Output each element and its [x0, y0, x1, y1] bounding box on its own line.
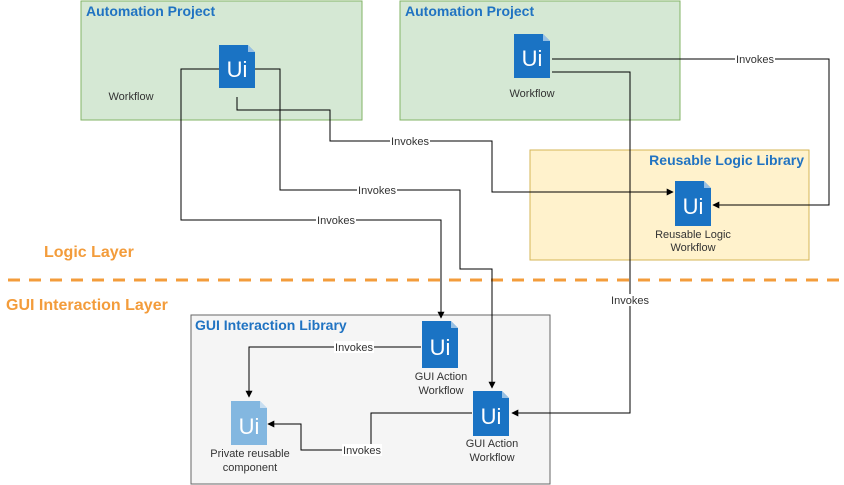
- gui-action-workflow-2-label-line2: Workflow: [469, 452, 514, 464]
- gui-interaction-layer-label: GUI Interaction Layer: [6, 297, 168, 314]
- uipath-icon: [473, 391, 509, 436]
- uipath-icon-light: [231, 401, 267, 445]
- edge-project-b-to-logic: [552, 58, 830, 209]
- edge-label-a-to-logic: Invokes: [391, 136, 429, 148]
- uipath-icon: [219, 45, 255, 88]
- edge-gui-action-2-to-private: [267, 412, 472, 451]
- workflow-node-project-b[interactable]: Ui: [514, 34, 550, 78]
- edge-project-a-to-gui-action-1: [180, 68, 445, 319]
- uipath-icon: [422, 321, 458, 368]
- page-fold: [260, 401, 267, 408]
- page-fold: [502, 391, 509, 398]
- edge-label-bg: [334, 341, 374, 353]
- workflow-node-project-a[interactable]: Ui: [219, 45, 255, 88]
- gui-action-workflow-node-2[interactable]: Ui: [473, 391, 509, 436]
- edge-label-gui-action-1-to-private: Invokes: [335, 342, 373, 354]
- automation-project-b-title: Automation Project: [405, 3, 534, 19]
- private-component-label-line2: component: [223, 462, 277, 474]
- edge-label-bg: [342, 444, 382, 456]
- automation-project-a-title: Automation Project: [86, 3, 215, 19]
- gui-action-workflow-2-label-line1: GUI Action: [466, 438, 519, 450]
- page-fold: [543, 34, 550, 41]
- edge-label-gui-action-2-to-private: Invokes: [343, 445, 381, 457]
- edge-label-bg: [357, 184, 397, 196]
- icon-glyph: Ui: [430, 335, 451, 360]
- private-reusable-component-node[interactable]: Ui: [231, 401, 267, 445]
- uipath-icon: [514, 34, 550, 78]
- edge-project-a-to-logic: [236, 97, 674, 196]
- icon-glyph: Ui: [239, 414, 260, 439]
- icon-glyph: Ui: [683, 194, 704, 219]
- icon-glyph: Ui: [522, 46, 543, 71]
- edge-label-b-to-gui-action-2: Invokes: [611, 295, 649, 307]
- edge-label-bg: [316, 214, 356, 226]
- reusable-logic-workflow-node[interactable]: Ui: [675, 181, 711, 226]
- edge-label-a-to-gui-action-2: Invokes: [358, 185, 396, 197]
- page-fold: [451, 321, 458, 328]
- edge-project-a-to-gui-action-2: [255, 68, 496, 389]
- uipath-icon: [675, 181, 711, 226]
- edge-label-b-to-logic: Invokes: [736, 54, 774, 66]
- reusable-logic-library-title: Reusable Logic Library: [649, 152, 804, 168]
- icon-glyph: Ui: [481, 404, 502, 429]
- page-fold: [704, 181, 711, 188]
- reusable-logic-workflow-label-line1: Reusable Logic: [655, 229, 731, 241]
- edge-label-bg: [610, 294, 650, 306]
- private-component-label-line1: Private reusable: [210, 448, 290, 460]
- edge-label-bg: [390, 135, 430, 147]
- reusable-logic-workflow-label-line2: Workflow: [670, 242, 715, 254]
- edge-project-b-to-gui-action-2: [511, 71, 631, 417]
- workflow-label-project-b: Workflow: [509, 88, 554, 100]
- gui-action-workflow-1-label-line1: GUI Action: [415, 371, 468, 383]
- gui-action-workflow-1-label-line2: Workflow: [418, 385, 463, 397]
- logic-layer-label: Logic Layer: [44, 244, 134, 261]
- edge-label-a-to-gui-action-1: Invokes: [317, 215, 355, 227]
- edge-label-bg: [735, 53, 775, 65]
- workflow-label-project-a: Workflow: [108, 91, 153, 103]
- page-fold: [248, 45, 255, 52]
- gui-interaction-library-title: GUI Interaction Library: [195, 317, 347, 333]
- icon-glyph: Ui: [227, 57, 248, 82]
- gui-action-workflow-node-1[interactable]: Ui: [422, 321, 458, 368]
